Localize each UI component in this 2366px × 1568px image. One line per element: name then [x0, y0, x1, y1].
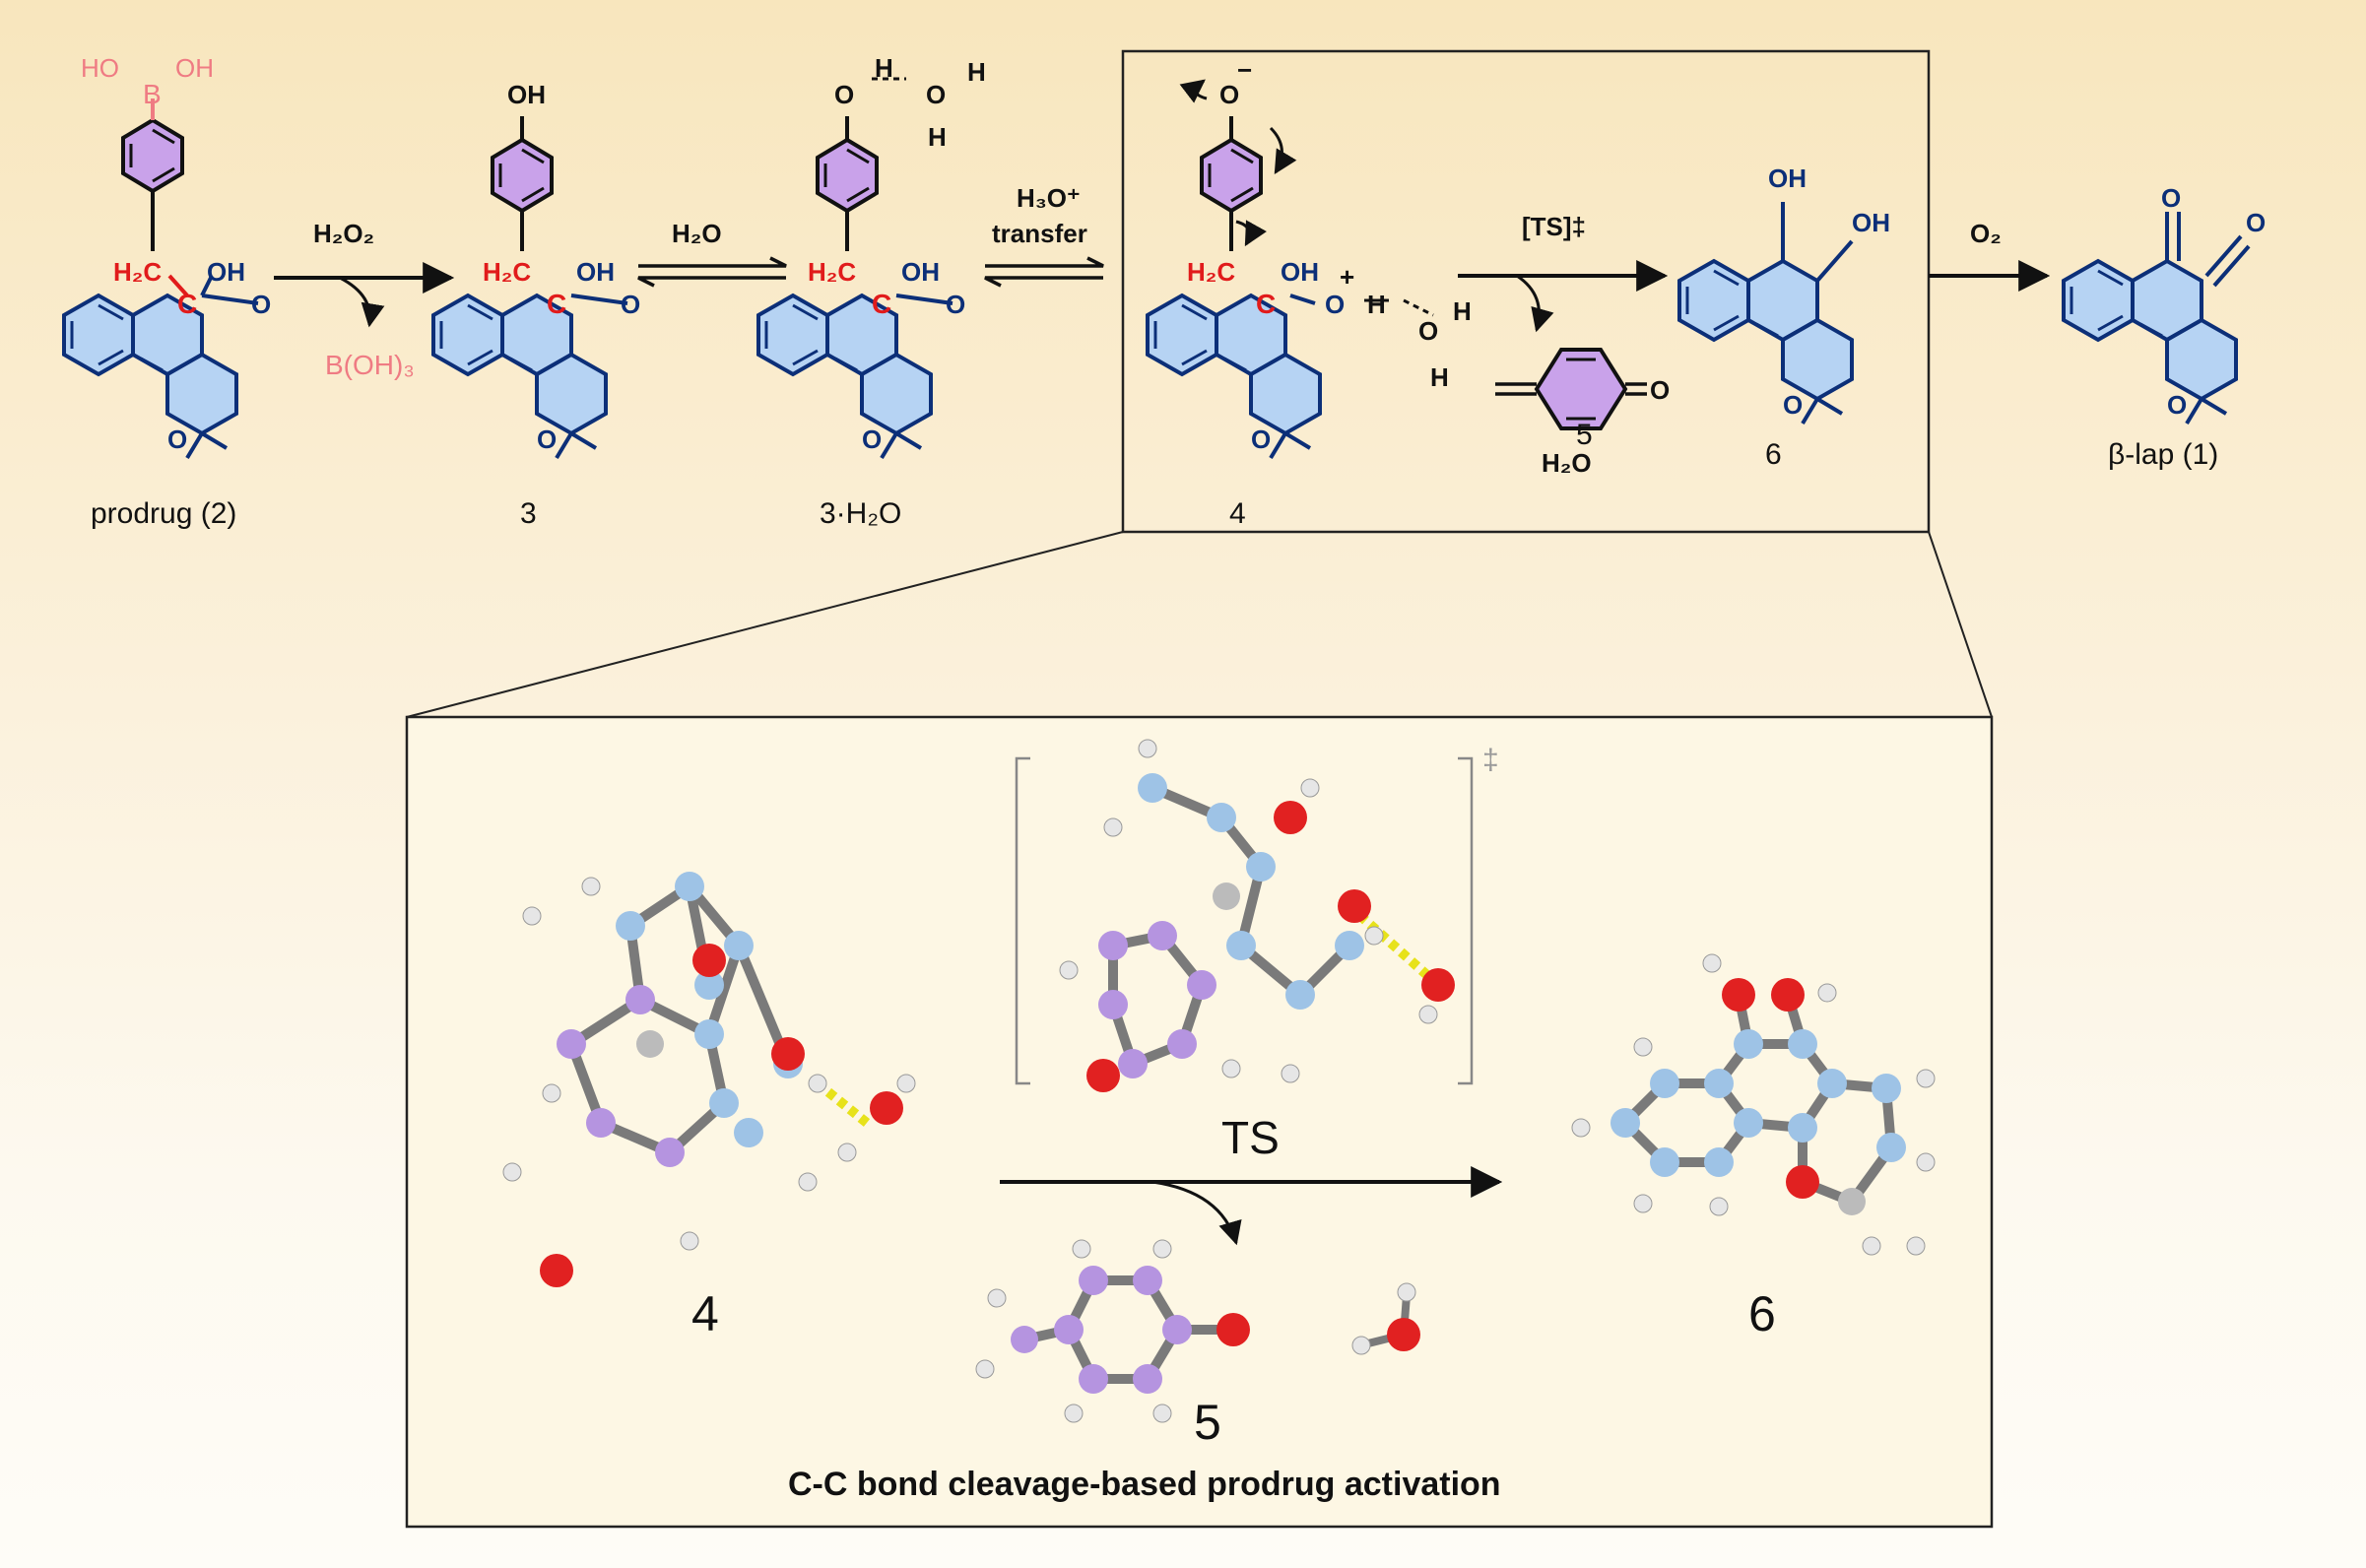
inset-panel: [405, 715, 1994, 1529]
ts-bracket-left: [1015, 756, 1030, 1085]
label-compound-5: 5: [1576, 419, 1593, 451]
label-compound-3-water: 3·H₂O: [820, 497, 902, 530]
svg-text:C: C: [1256, 289, 1276, 319]
svg-text:H: H: [1430, 362, 1449, 392]
svg-text:O: O: [946, 290, 965, 319]
structure-3: OH H₂C C OH O O: [431, 80, 640, 460]
svg-text:O: O: [1325, 290, 1345, 319]
svg-text:O: O: [1418, 316, 1438, 346]
model-4-atoms: [502, 872, 916, 1287]
arrow-boric-release: [339, 276, 385, 328]
inset-label-4: 4: [691, 1286, 719, 1341]
structure-5: O: [1495, 348, 1670, 430]
svg-text:O: O: [2246, 208, 2266, 237]
structure-beta-lap: O O O: [2062, 183, 2266, 425]
svg-text:O: O: [621, 290, 640, 319]
model-6: [1571, 953, 1936, 1256]
reagent-o2: O₂: [1970, 219, 2002, 248]
svg-text:OH: OH: [507, 80, 546, 109]
box-key-step: [1121, 49, 1931, 534]
inset-arrow-release: [1151, 1180, 1242, 1246]
arrow-release-5: [1516, 274, 1554, 333]
svg-text:HO: HO: [81, 53, 119, 83]
reagent-h2o2: H₂O₂: [313, 219, 375, 248]
structure-4: O − H₂C C OH O + H O H H O: [1146, 55, 1472, 460]
svg-text:O: O: [1783, 390, 1803, 420]
svg-text:H: H: [1453, 296, 1472, 326]
svg-text:H₂C: H₂C: [113, 257, 162, 287]
svg-text:O: O: [1251, 425, 1271, 454]
inset-caption: C-C bond cleavage-based prodrug activati…: [788, 1466, 1501, 1503]
structure-prodrug: HO B OH H₂C C OH O O: [62, 53, 271, 460]
svg-text:O: O: [1650, 375, 1670, 405]
equilibrium-h2o: [637, 256, 787, 288]
byproduct-boric-acid: B(OH)₃: [325, 350, 415, 380]
svg-text:H: H: [875, 53, 893, 83]
svg-text:C: C: [177, 289, 197, 319]
svg-text:+: +: [1340, 262, 1354, 292]
svg-text:OH: OH: [207, 257, 245, 287]
label-beta-lap: β-lap (1): [2108, 438, 2219, 471]
svg-text:O: O: [1219, 80, 1239, 109]
equilibrium-proton-transfer: [984, 256, 1104, 288]
svg-text:C: C: [547, 289, 566, 319]
label-prodrug: prodrug (2): [91, 497, 237, 530]
svg-text:H₂C: H₂C: [1187, 257, 1235, 287]
svg-text:OH: OH: [1281, 257, 1319, 287]
svg-text:H₂C: H₂C: [483, 257, 531, 287]
label-compound-4: 4: [1229, 497, 1246, 530]
svg-text:O: O: [926, 80, 946, 109]
svg-text:H₂C: H₂C: [808, 257, 856, 287]
svg-text:H: H: [967, 57, 986, 87]
reagent-ts: [TS]‡: [1522, 212, 1586, 241]
svg-text:O: O: [2167, 390, 2187, 420]
byproduct-water: H₂O: [1542, 448, 1592, 478]
label-compound-6: 6: [1765, 438, 1782, 471]
svg-text:O: O: [251, 290, 271, 319]
svg-text:OH: OH: [576, 257, 615, 287]
zoom-line-right: [1928, 531, 1993, 718]
model-water: [1351, 1282, 1420, 1355]
svg-text:OH: OH: [175, 53, 214, 83]
reagent-h3o: H₃O⁺: [1017, 183, 1081, 213]
svg-text:B: B: [143, 79, 162, 109]
svg-text:−: −: [1237, 55, 1252, 85]
svg-text:O: O: [2161, 183, 2181, 213]
zoom-line-left: [406, 531, 1124, 718]
svg-text:H: H: [1367, 290, 1386, 319]
inset-dagger: ‡: [1482, 744, 1499, 776]
structure-6: OH OH O: [1677, 163, 1890, 425]
model-ts: [1059, 739, 1455, 1092]
svg-text:OH: OH: [1768, 163, 1807, 193]
structure-3-water: O H O H H H₂C C OH O O: [756, 53, 986, 460]
svg-text:OH: OH: [901, 257, 940, 287]
inset-label-5: 5: [1194, 1395, 1221, 1450]
svg-text:O: O: [167, 425, 187, 454]
model-5: [975, 1239, 1250, 1423]
svg-text:O: O: [537, 425, 557, 454]
inset-ts-label: TS: [1221, 1112, 1280, 1163]
svg-text:O: O: [834, 80, 854, 109]
reagent-transfer: transfer: [992, 219, 1087, 248]
ts-bracket-right: [1458, 756, 1474, 1085]
reagent-h2o: H₂O: [672, 219, 722, 248]
svg-text:OH: OH: [1852, 208, 1890, 237]
inset-label-6: 6: [1748, 1286, 1776, 1341]
svg-text:O: O: [862, 425, 882, 454]
label-compound-3: 3: [520, 497, 537, 530]
svg-text:C: C: [872, 289, 891, 319]
svg-text:H: H: [928, 122, 947, 152]
